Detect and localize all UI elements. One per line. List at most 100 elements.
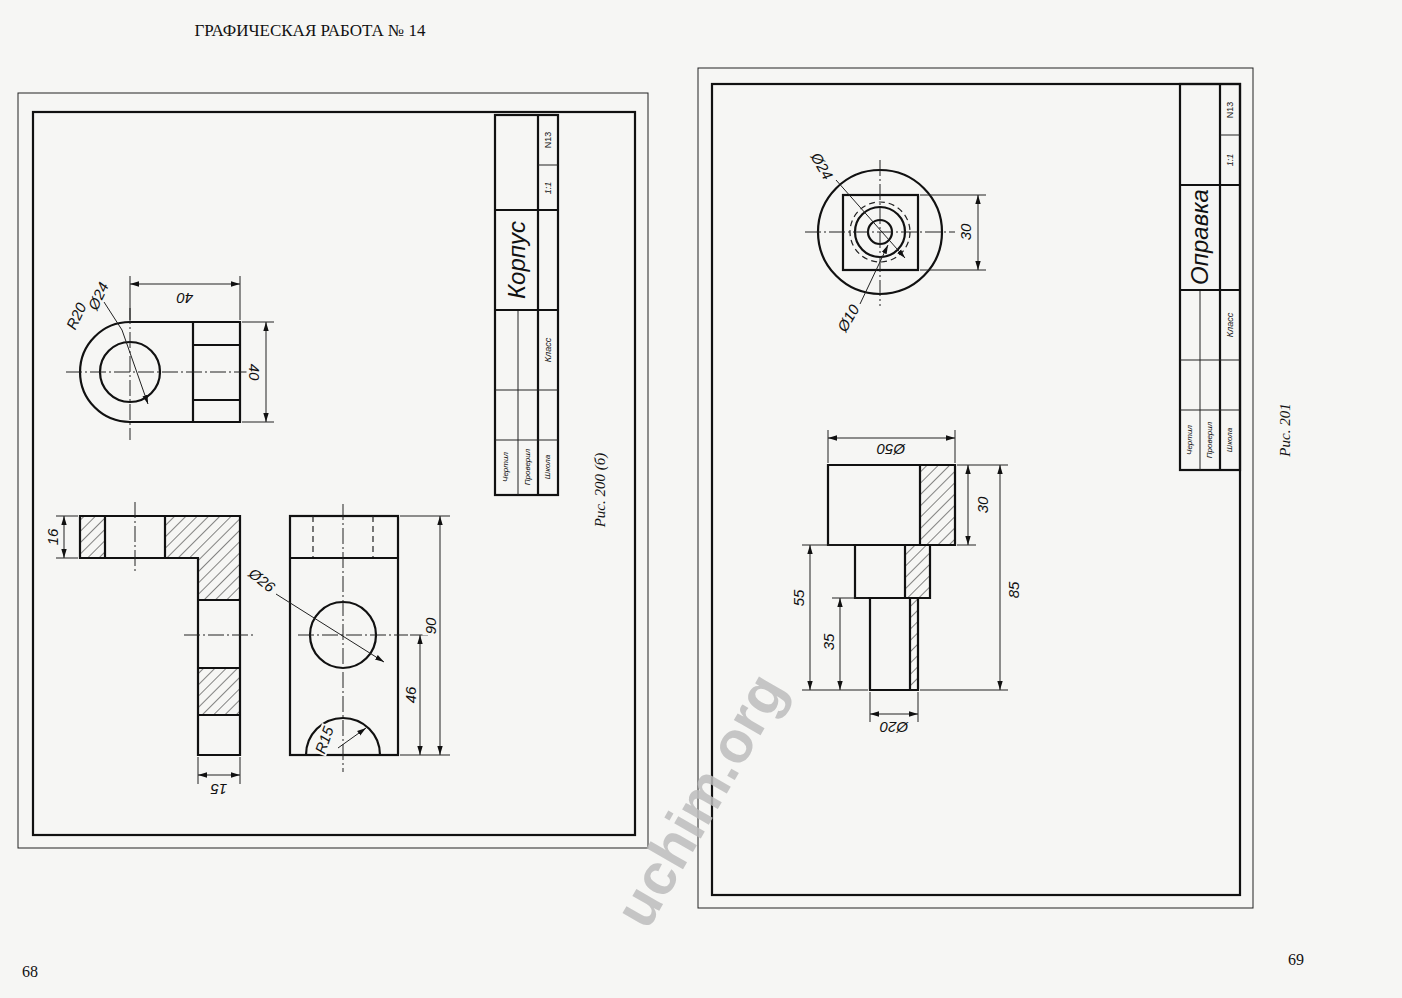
half-section [968, 465, 969, 545]
page-frame [698, 68, 1253, 908]
front-section [135, 502, 136, 574]
dimension-text: 55 [791, 589, 806, 608]
page-frame [495, 390, 558, 391]
page-frame [1200, 290, 1201, 470]
half-section [904, 545, 906, 598]
title-block-text: 1:1 [544, 181, 553, 196]
page-frame [495, 115, 558, 495]
front-section [198, 714, 240, 716]
figure-caption: Рис. 200 (б) [593, 452, 608, 529]
front-section [104, 516, 106, 558]
page-frame [495, 309, 558, 311]
dimension-text: Ø24 [808, 149, 836, 183]
title-block-text: Школа [544, 454, 552, 480]
page-frame [537, 115, 539, 495]
page-frame [1220, 135, 1240, 136]
half-section [870, 692, 871, 722]
title-block-text: Класс [1226, 312, 1235, 338]
side-view [400, 755, 450, 756]
half-section [855, 544, 930, 546]
side-view [343, 504, 344, 772]
figure-caption: Рис. 201 [1278, 402, 1293, 457]
page-frame [33, 112, 635, 835]
dimension-text: Ø20 [879, 720, 909, 735]
dimension-text: 35 [821, 633, 836, 652]
top-view [805, 160, 986, 306]
side-view [276, 594, 384, 662]
dimension-text: Ø10 [834, 301, 862, 335]
dimension-text: 46 [403, 686, 418, 705]
half-section [920, 690, 1008, 691]
side-view [400, 516, 450, 517]
front-section [56, 502, 256, 784]
title-block-text: Чертил [502, 451, 510, 483]
front-section [198, 668, 240, 715]
dimension-text: 85 [1006, 581, 1021, 600]
side-view [298, 635, 408, 636]
front-section [56, 516, 78, 517]
page-frame [1180, 184, 1240, 186]
top-view [880, 160, 881, 306]
dimension-text: Ø24 [85, 279, 111, 313]
top-view [130, 284, 240, 285]
side-view [312, 516, 313, 558]
dimension-text: 40 [176, 291, 195, 306]
title-block-text: Школа [1226, 427, 1234, 453]
front-section [198, 599, 240, 601]
half-section [828, 430, 829, 463]
side-view [290, 557, 398, 559]
top-view [66, 372, 252, 373]
half-section [918, 692, 919, 722]
half-section [802, 430, 1008, 722]
front-section [80, 516, 105, 558]
watermark: uchim.org [604, 663, 795, 937]
title-block-text: N13 [544, 131, 553, 150]
page-frame [1180, 289, 1240, 291]
page-frame [495, 440, 558, 441]
half-section [1000, 465, 1001, 690]
title-block-text: Чертил [1186, 424, 1194, 456]
page-frame [1180, 84, 1240, 470]
side-view [420, 635, 421, 755]
page-frame [538, 165, 558, 166]
page-frame [1180, 410, 1240, 411]
half-section [870, 714, 918, 715]
top-view [860, 245, 888, 304]
page-heading: ГРАФИЧЕСКАЯ РАБОТА № 14 [193, 22, 426, 39]
dimension-text: 16 [45, 528, 60, 547]
title-block-text: Проверил [1206, 421, 1214, 460]
half-section [828, 465, 955, 690]
dimension-text: 40 [247, 363, 262, 382]
side-view [440, 516, 441, 755]
half-section [870, 597, 918, 599]
top-view [920, 195, 986, 196]
dimension-text: 90 [423, 617, 438, 636]
title-block-text: N13 [1226, 101, 1235, 120]
front-section [240, 757, 241, 784]
front-section [184, 635, 256, 636]
front-section [64, 516, 65, 558]
half-section [840, 598, 841, 690]
top-view [104, 302, 122, 330]
title-block-text: Класс [544, 337, 553, 363]
page-frame [18, 93, 648, 848]
half-section [909, 598, 911, 690]
part-name: Корпус [505, 220, 529, 300]
top-view [193, 344, 240, 346]
half-section [957, 545, 976, 546]
top-view [240, 276, 241, 320]
page-frame [495, 209, 558, 211]
top-view [122, 330, 148, 404]
page-frame [1180, 360, 1240, 361]
title-block-text: 1:1 [1226, 153, 1235, 168]
top-view [66, 276, 274, 440]
page-frame [518, 310, 519, 495]
page-number: 68 [21, 964, 39, 980]
page-frame [698, 68, 1253, 908]
top-view [920, 270, 986, 271]
front-section [198, 775, 240, 776]
dimension-text: R15 [312, 724, 336, 757]
front-section [164, 516, 166, 558]
top-view [193, 399, 240, 401]
half-section [802, 690, 868, 691]
